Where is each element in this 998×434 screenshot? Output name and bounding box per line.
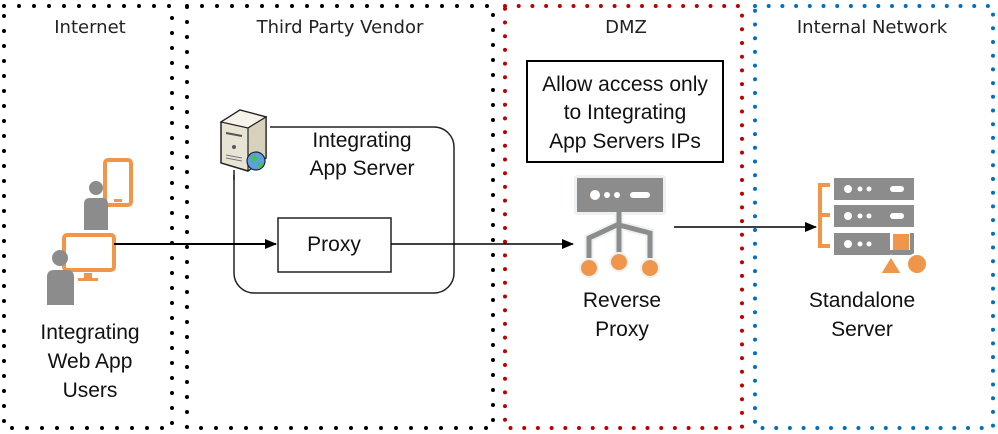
proxy-label: Proxy bbox=[307, 233, 361, 256]
zone-title-dmz: DMZ bbox=[605, 17, 647, 38]
reverse-proxy-label-line-2: Proxy bbox=[595, 318, 649, 341]
zone-vendor bbox=[185, 4, 495, 430]
users-label-line-2: Web App bbox=[48, 350, 133, 373]
zone-internal bbox=[753, 4, 995, 430]
standalone-server-label-line-2: Server bbox=[831, 318, 893, 341]
policy-note-line-2: to Integrating bbox=[564, 101, 687, 124]
proxy-box bbox=[277, 217, 392, 273]
reverse-proxy-icon bbox=[574, 175, 666, 278]
standalone-server-label-line-1: Standalone bbox=[809, 289, 915, 312]
users-label-line-1: Integrating bbox=[40, 321, 139, 344]
zone-internet bbox=[2, 4, 174, 430]
reverse-proxy-label-line-1: Reverse bbox=[583, 289, 661, 312]
web-server-icon bbox=[219, 109, 268, 173]
policy-note-line-3: App Servers IPs bbox=[549, 130, 701, 153]
server-stack-icon bbox=[818, 178, 928, 275]
users-label-line-3: Users bbox=[63, 379, 118, 402]
policy-note-line-1: Allow access only bbox=[542, 73, 708, 96]
policy-note-box bbox=[526, 60, 724, 163]
app-server-label-line-2: App Server bbox=[309, 157, 414, 180]
zone-title-internet: Internet bbox=[54, 17, 125, 38]
zone-title-internal: Internal Network bbox=[797, 17, 948, 38]
app-server-label-line-1: Integrating bbox=[312, 129, 411, 152]
users-devices-icon bbox=[47, 158, 133, 305]
zone-title-vendor: Third Party Vendor bbox=[256, 17, 424, 38]
app-server-container bbox=[233, 126, 455, 294]
